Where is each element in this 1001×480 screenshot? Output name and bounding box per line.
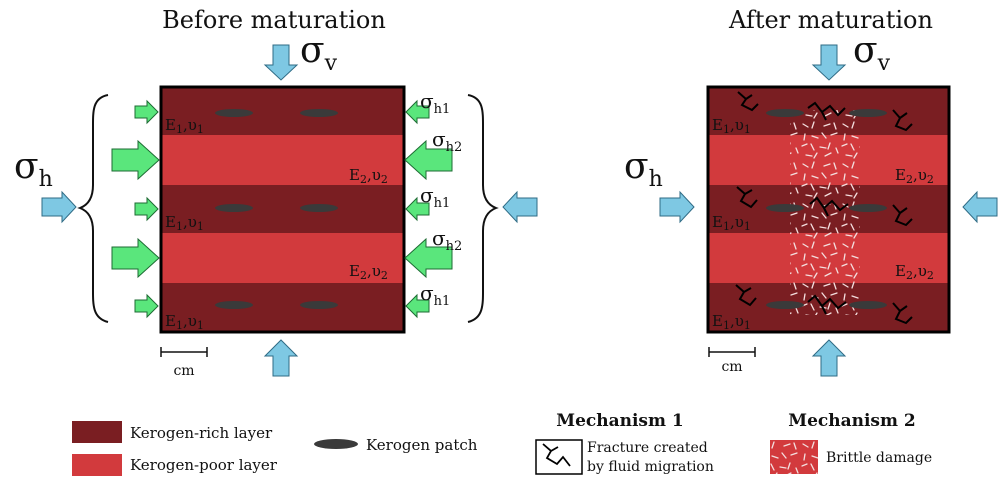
- before-block-outline: [159, 85, 406, 334]
- fracture: [892, 302, 913, 325]
- before-left-blue-arrow: [41, 190, 77, 224]
- after-label-e1-3: E1,υ1: [712, 312, 751, 332]
- after-left-blue-arrow: [659, 190, 695, 224]
- fracture: [807, 294, 847, 315]
- mechanism1-line1: Fracture created: [587, 440, 708, 456]
- fracture: [736, 186, 758, 209]
- after-sigma-h: σh: [624, 146, 663, 192]
- green-arrow-h2: [404, 139, 453, 181]
- green-arrow-h1: [405, 293, 430, 319]
- before-top-arrow: [263, 44, 299, 81]
- before-panel: Before maturation σv E1,υ1 E2,υ2: [14, 6, 538, 379]
- kerogen-patch: [215, 109, 253, 117]
- before-poor-layer-1: [161, 135, 404, 185]
- after-scale-bar: [708, 347, 756, 357]
- legend-patch-swatch: [314, 439, 358, 449]
- before-scale-label: cm: [173, 363, 194, 379]
- before-label-e2-2: E2,υ2: [349, 262, 388, 282]
- after-block: E1,υ1 E2,υ2 E1,υ1 E2,υ2 E1,υ1: [706, 85, 951, 334]
- fracture: [892, 204, 913, 227]
- after-label-e1-1: E1,υ1: [712, 116, 751, 136]
- before-scale-bar: [160, 347, 208, 357]
- kerogen-patch: [766, 301, 804, 309]
- stress-label-h2: σh2: [432, 127, 462, 155]
- legend: Kerogen-rich layer Kerogen-poor layer Ke…: [72, 411, 932, 476]
- brittle-damage-zone: [790, 110, 860, 315]
- before-block: E1,υ1 E2,υ2 E1,υ1 E2,υ2 E1,υ1: [159, 85, 406, 334]
- legend-patch-label: Kerogen patch: [366, 436, 478, 454]
- kerogen-patch: [766, 109, 804, 117]
- green-arrow-h1: [405, 99, 430, 125]
- mechanism1-line2: by fluid migration: [587, 459, 714, 475]
- mechanism2-label: Brittle damage: [826, 450, 932, 466]
- before-right-blue-arrow: [502, 190, 538, 224]
- kerogen-patch: [849, 301, 887, 309]
- mechanism2-title: Mechanism 2: [788, 411, 915, 431]
- legend-poor-swatch: [72, 454, 122, 476]
- after-block-outline: [706, 85, 951, 334]
- green-arrow-h1: [134, 293, 159, 319]
- before-poor-layer-2: [161, 233, 404, 283]
- before-rich-layer-2: [161, 185, 404, 233]
- before-title: Before maturation: [162, 6, 386, 34]
- fracture: [737, 91, 759, 112]
- fracture: [735, 284, 757, 307]
- right-curly-brace: [467, 94, 499, 323]
- after-scale-label: cm: [721, 359, 742, 375]
- before-bottom-arrow: [263, 339, 299, 377]
- kerogen-patch: [766, 204, 804, 212]
- green-arrow-h1: [405, 196, 430, 222]
- fracture: [809, 196, 849, 217]
- stress-label-h1: σh1: [420, 89, 450, 117]
- after-sigma-v: σv: [853, 30, 891, 76]
- green-arrow-h2: [404, 237, 453, 279]
- kerogen-patch: [300, 109, 338, 117]
- kerogen-patch: [849, 109, 887, 117]
- before-label-e2-1: E2,υ2: [349, 166, 388, 186]
- after-label-e2-1: E2,υ2: [895, 166, 934, 186]
- after-right-blue-arrow: [962, 190, 998, 224]
- kerogen-patch: [215, 301, 253, 309]
- after-panel: After maturation σv: [624, 6, 998, 377]
- legend-rich-label: Kerogen-rich layer: [130, 424, 273, 442]
- before-label-e1-2: E1,υ1: [165, 213, 204, 233]
- fluid-fractures: [735, 91, 913, 325]
- green-arrow-h2: [111, 237, 160, 279]
- stress-label-h1: σh1: [420, 183, 450, 211]
- before-rich-layer-3: [161, 283, 404, 332]
- stress-label-h2: σh2: [432, 226, 462, 254]
- green-arrow-h2: [111, 139, 160, 181]
- after-label-e1-2: E1,υ1: [712, 213, 751, 233]
- kerogen-patch: [300, 301, 338, 309]
- before-sigma-h: σh: [14, 146, 53, 192]
- stress-label-h1: σh1: [420, 281, 450, 309]
- after-top-arrow: [811, 44, 847, 81]
- kerogen-patch: [300, 204, 338, 212]
- mechanism1-title: Mechanism 1: [556, 411, 683, 431]
- before-sigma-v: σv: [300, 30, 338, 76]
- left-curly-brace: [77, 94, 109, 323]
- after-bottom-arrow: [811, 339, 847, 377]
- green-arrow-h1: [134, 196, 159, 222]
- after-label-e2-2: E2,υ2: [895, 262, 934, 282]
- fracture: [892, 109, 913, 132]
- kerogen-patch: [849, 204, 887, 212]
- before-label-e1-1: E1,υ1: [165, 116, 204, 136]
- green-arrow-h1: [134, 99, 159, 125]
- fracture: [807, 101, 846, 121]
- legend-rich-swatch: [72, 421, 122, 443]
- before-label-e1-3: E1,υ1: [165, 312, 204, 332]
- kerogen-patch: [215, 204, 253, 212]
- before-rich-layer-1: [161, 87, 404, 135]
- fracture-icon: [542, 443, 571, 467]
- after-title: After maturation: [728, 6, 933, 34]
- legend-poor-label: Kerogen-poor layer: [130, 456, 278, 474]
- brittle-legend-pattern: [770, 440, 818, 474]
